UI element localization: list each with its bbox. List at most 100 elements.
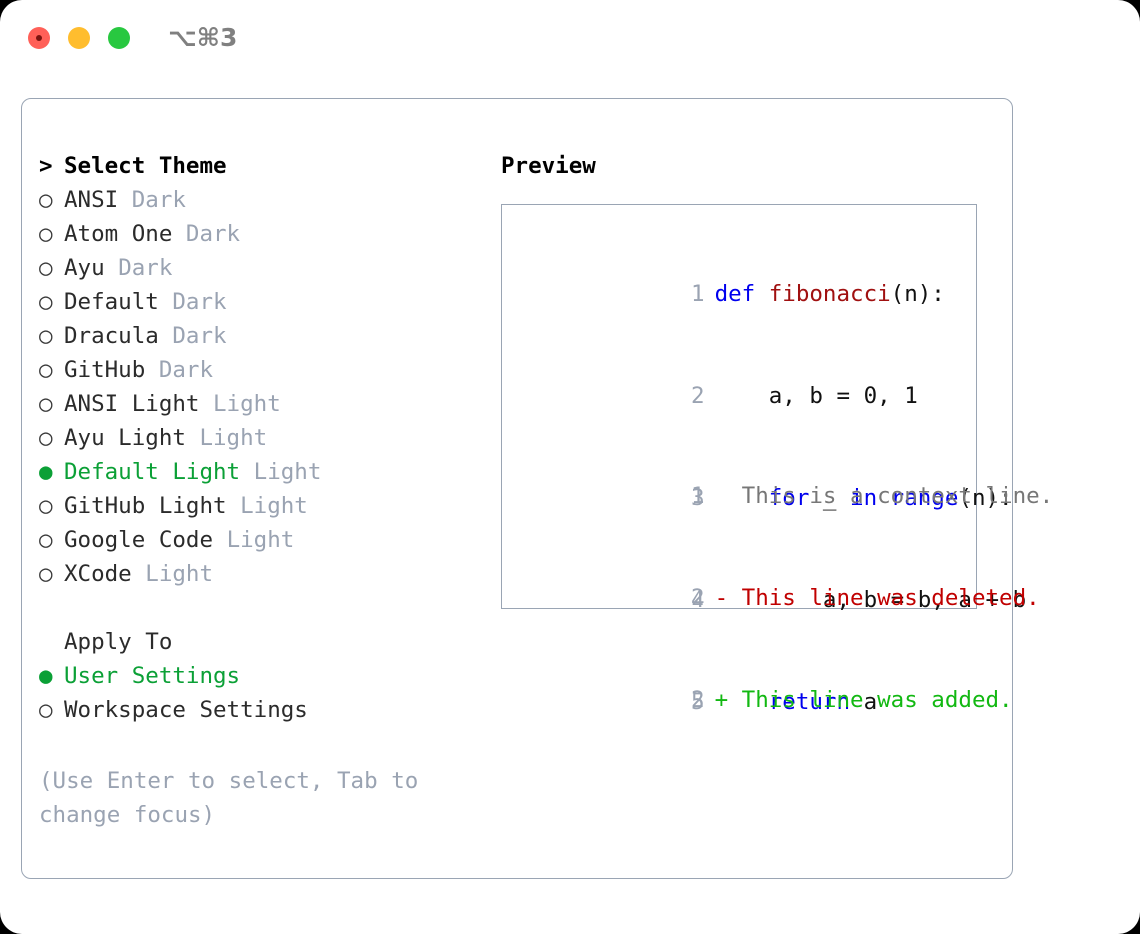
theme-picker-panel: >Select Theme ○ANSI Dark ○Atom One Dark … (21, 98, 1053, 879)
radio-unselected-icon: ○ (39, 357, 53, 383)
diff-line-deleted: 2- This line was deleted. (516, 547, 1040, 649)
code-token-keyword: range (890, 485, 959, 511)
keyboard-shortcut-label: ⌥⌘3 (168, 23, 238, 52)
theme-variant-label: Dark (158, 357, 214, 383)
theme-name: Default Light (64, 459, 241, 485)
theme-name: ANSI Light (64, 391, 200, 417)
select-theme-header: > Select Theme (39, 149, 489, 183)
theme-list-item[interactable]: ○Atom One Dark (39, 217, 489, 251)
theme-variant: Dark (145, 357, 213, 383)
code-token-keyword: for (768, 485, 810, 511)
radio-unselected-icon: ○ (39, 255, 53, 281)
line-number: 1 (691, 483, 705, 509)
theme-variant: Light (240, 459, 322, 485)
preview-title: Preview (501, 153, 596, 179)
theme-variant: Dark (159, 289, 227, 315)
theme-variant: Dark (159, 323, 227, 349)
diff-text: This is a context line. (741, 483, 1054, 509)
prompt-caret-icon: > (39, 153, 53, 179)
theme-variant: Light (227, 493, 308, 519)
theme-variant-label: Dark (172, 323, 227, 349)
theme-list-item[interactable]: ○ Ayu Light Light (39, 421, 489, 455)
theme-name: XCode (64, 561, 132, 587)
maximize-window-icon[interactable] (108, 27, 130, 49)
line-number: 2 (691, 383, 705, 409)
theme-list-item[interactable]: ○ ANSI Dark (39, 183, 489, 217)
theme-list-item-selected[interactable]: ● Default Light Light (39, 455, 489, 489)
theme-list-item[interactable]: ○ Ayu Dark (39, 251, 489, 285)
code-line: 3 for _ in range(n): (516, 447, 1013, 549)
theme-list-item[interactable]: ○ XCode Light (39, 557, 489, 591)
line-number: 2 (691, 687, 705, 713)
select-theme-header-label: Select Theme (64, 153, 227, 179)
title-bar: ⌥⌘3 (0, 0, 1140, 76)
close-window-focus-dot (36, 35, 42, 41)
line-number: 4 (691, 587, 705, 613)
theme-variant-label: Dark (118, 255, 173, 281)
apply-to-option-user-settings[interactable]: ● User Settings (39, 659, 489, 693)
line-number: 2 (691, 585, 705, 611)
theme-variant: Light (199, 391, 281, 417)
diff-line-context: 1 This is a context line. (516, 445, 1053, 547)
radio-selected-icon: ● (39, 459, 53, 485)
theme-list-item[interactable]: ○Dracula Dark (39, 319, 489, 353)
theme-list-item[interactable]: ○ ANSI Light Light (39, 387, 489, 421)
code-token-plain: (n): (890, 281, 945, 307)
apply-to-header: Apply To (39, 625, 489, 659)
radio-unselected-icon: ○ (39, 561, 53, 587)
theme-variant-label: Dark (131, 187, 186, 213)
theme-variant: Light (186, 425, 267, 451)
code-token-keyword: def (714, 281, 769, 307)
diff-sign: - (714, 585, 729, 611)
theme-variant-label: Light (226, 527, 295, 553)
theme-variant-label: Light (253, 459, 322, 485)
code-token-plain: a, b = b, a + b (714, 587, 1027, 613)
theme-list-item[interactable]: ○GitHub Dark (39, 353, 489, 387)
theme-name: Default (64, 289, 159, 315)
theme-list-item[interactable]: ○Default Dark (39, 285, 489, 319)
radio-unselected-icon: ○ (39, 425, 53, 451)
diff-sign (715, 483, 729, 509)
theme-variant: Light (213, 527, 295, 553)
code-line: 5 return a (516, 651, 970, 753)
theme-variant-label: Light (240, 493, 308, 519)
minimize-window-icon[interactable] (68, 27, 90, 49)
theme-variant-label: Light (199, 425, 268, 451)
keyboard-hint-text: (Use Enter to select, Tab to change focu… (39, 768, 419, 828)
code-token-keyword: return (768, 689, 851, 715)
theme-variant: Dark (118, 187, 186, 213)
radio-unselected-icon: ○ (39, 391, 53, 417)
theme-name: Ayu (64, 255, 105, 281)
theme-variant: Dark (172, 221, 240, 247)
radio-selected-icon: ● (39, 663, 53, 689)
apply-to-option-label: User Settings (64, 663, 241, 689)
code-token-plain: (n): (958, 485, 1013, 511)
radio-unselected-icon: ○ (39, 493, 53, 519)
theme-variant: Light (132, 561, 213, 587)
theme-variant-label: Dark (172, 289, 227, 315)
theme-list-item[interactable]: ○ Google Code Light (39, 523, 489, 557)
line-number: 5 (691, 689, 705, 715)
diff-text: This line was deleted. (741, 585, 1040, 611)
diff-sample: 1 This is a context line. 2- This line w… (516, 445, 1053, 751)
theme-name: Atom One (64, 221, 173, 247)
apply-to-header-label: Apply To (64, 629, 173, 655)
code-token-function: fibonacci (768, 281, 891, 307)
radio-unselected-icon: ○ (39, 187, 53, 213)
code-token-keyword: in (850, 485, 878, 511)
code-token-plain: a (850, 689, 878, 715)
apply-to-option-workspace-settings[interactable]: ○Workspace Settings (39, 693, 489, 727)
theme-list-item[interactable]: ○ GitHub Light Light (39, 489, 489, 523)
line-number: 3 (691, 485, 705, 511)
theme-name: Google Code (64, 527, 214, 553)
theme-name: ANSI (64, 187, 119, 213)
radio-unselected-icon: ○ (39, 527, 53, 553)
theme-name: Dracula (64, 323, 159, 349)
theme-name: GitHub Light (64, 493, 227, 519)
code-line: 4 a, b = b, a + b (516, 549, 1026, 651)
theme-name: Ayu Light (64, 425, 186, 451)
